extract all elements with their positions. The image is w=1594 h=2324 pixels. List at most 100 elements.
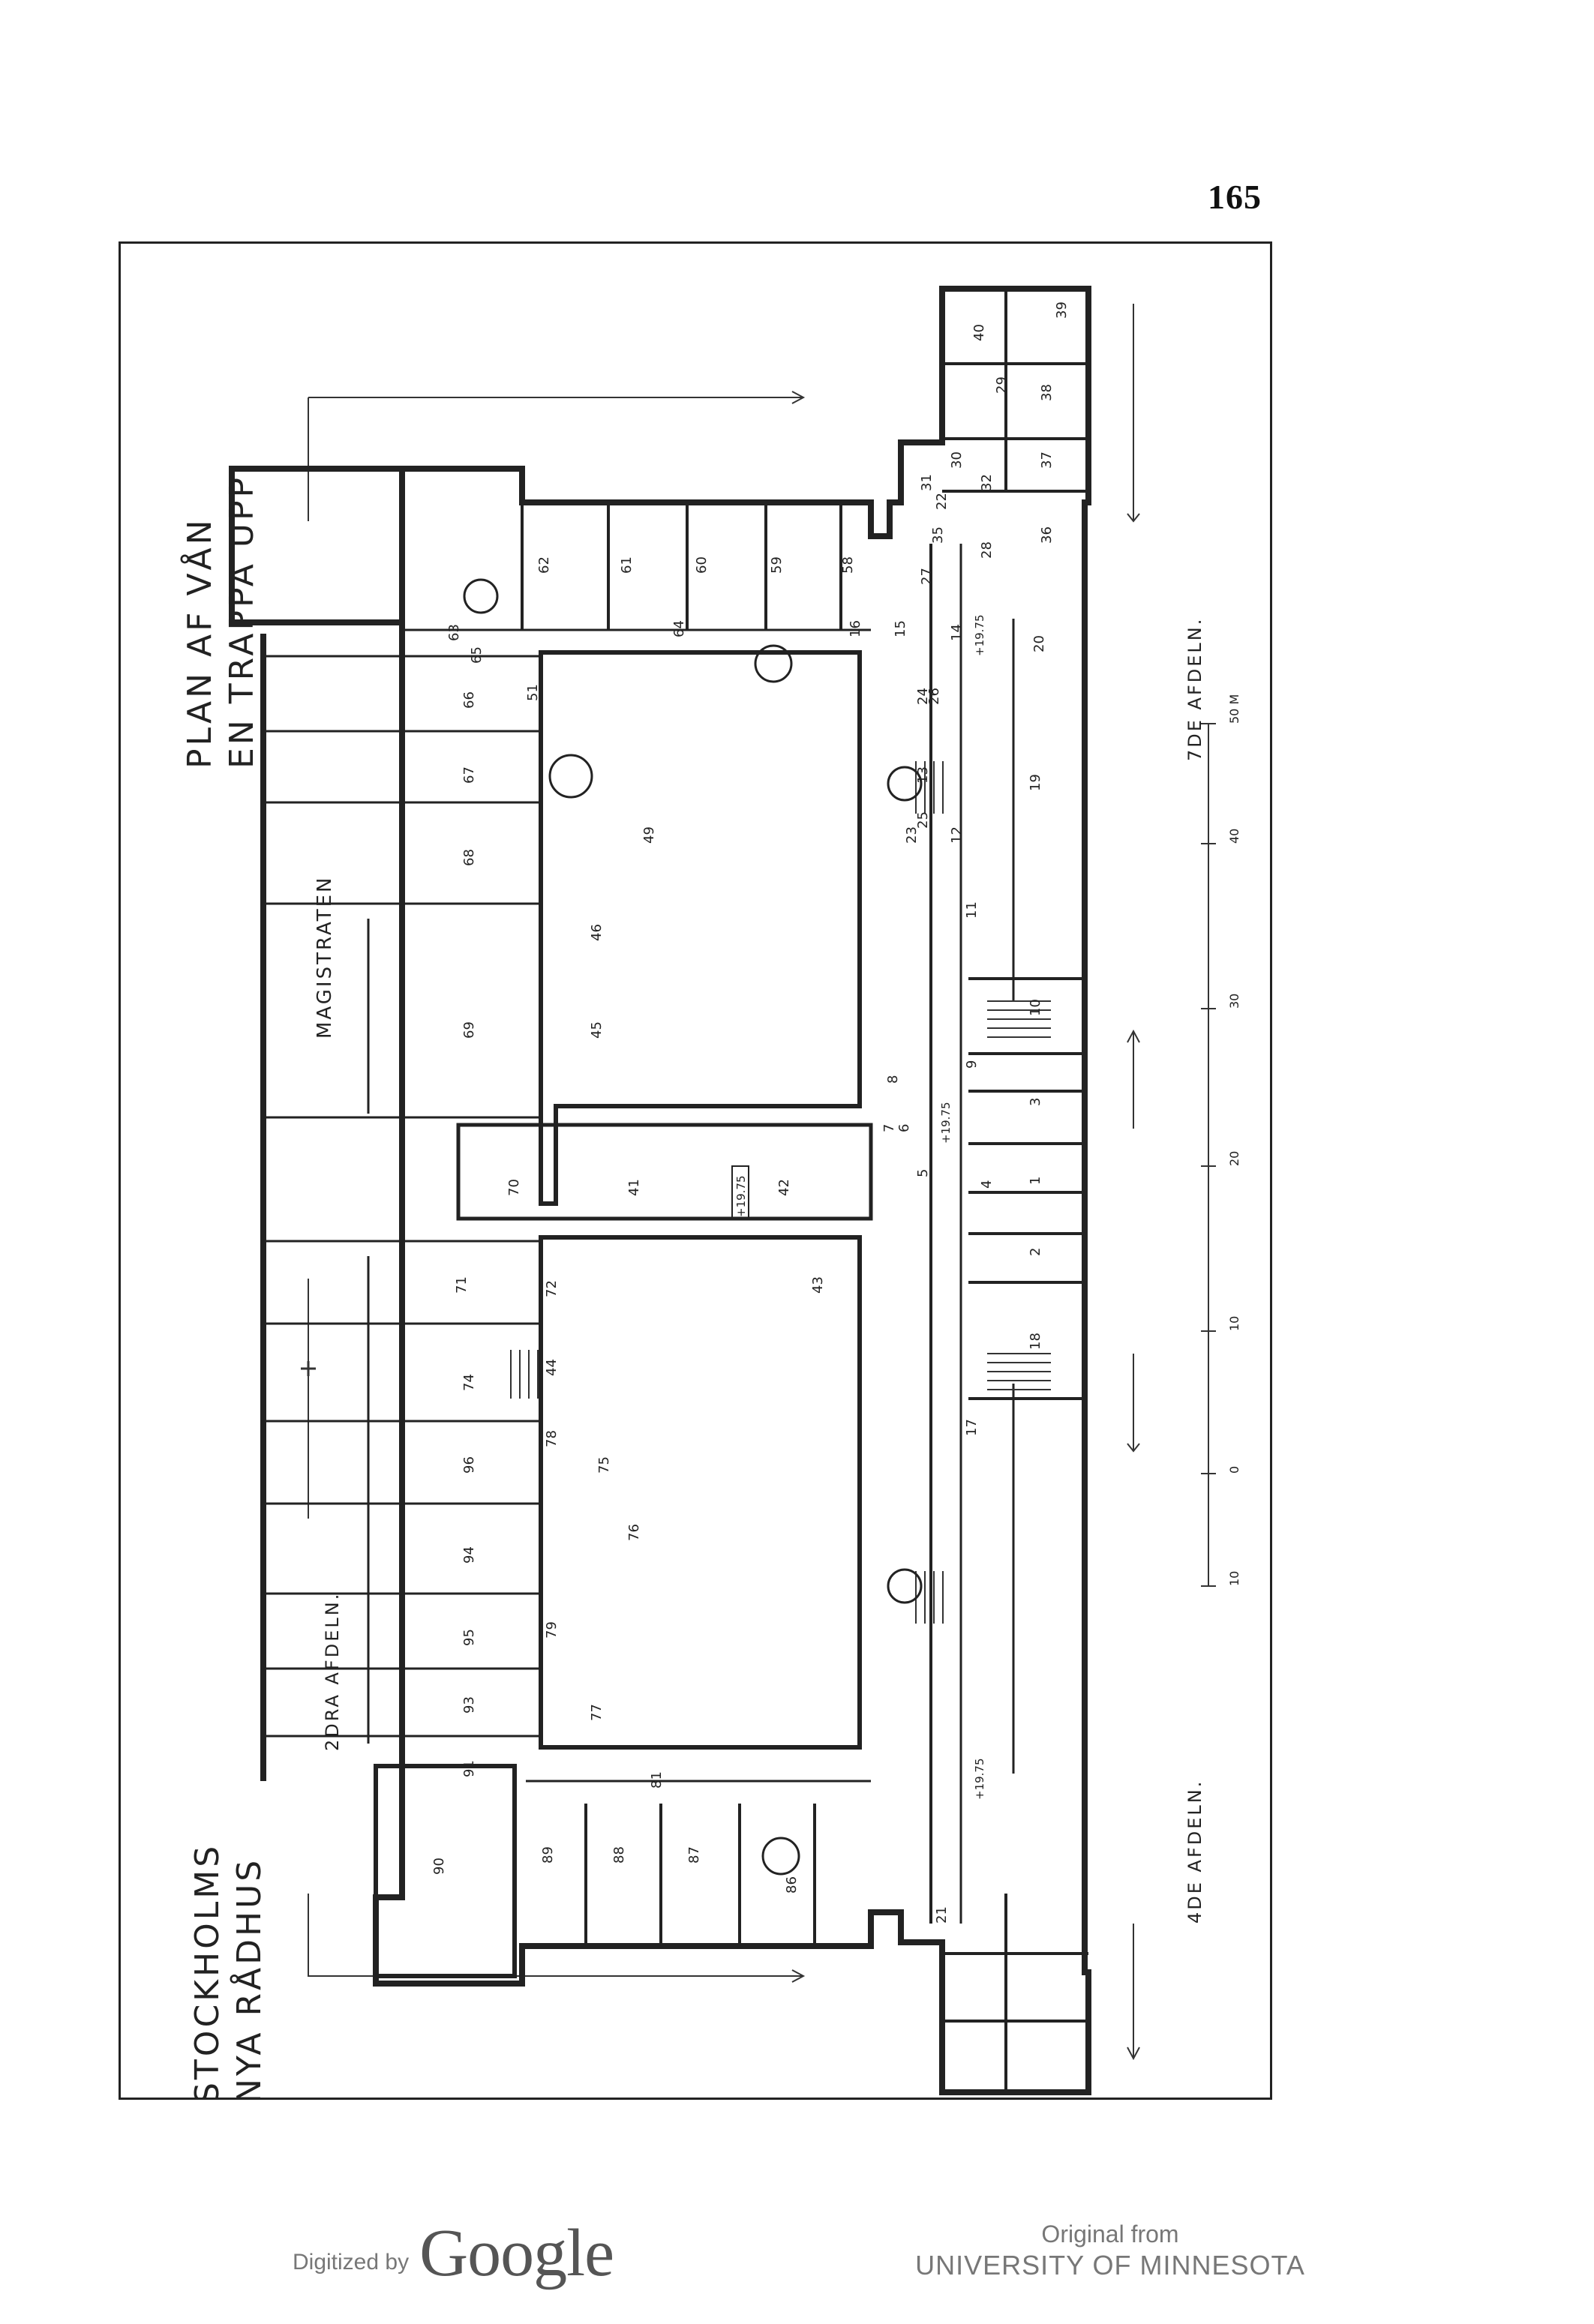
room-17: 17 — [964, 1419, 980, 1436]
scale-bar — [1201, 723, 1216, 1587]
room-3: 3 — [1028, 1098, 1043, 1106]
room-21: 21 — [934, 1906, 950, 1924]
building-walls — [229, 286, 1091, 2095]
floor-plan-drawing: PLAN AF VÅN EN TRAPPA UPP STOCKHOLMS NYA… — [179, 286, 1241, 2098]
room-10: 10 — [1028, 999, 1043, 1016]
room-30: 30 — [949, 451, 965, 469]
scale-label-6: 50 M — [1227, 694, 1241, 724]
room-59: 59 — [769, 556, 785, 574]
room-94: 94 — [461, 1546, 477, 1564]
scale-label-1: 0 — [1227, 1466, 1241, 1474]
page-number: 165 — [1208, 178, 1262, 216]
room-87: 87 — [686, 1846, 702, 1864]
room-15: 15 — [893, 620, 908, 637]
room-41: 41 — [626, 1179, 642, 1196]
room-88: 88 — [611, 1846, 627, 1864]
room-31: 31 — [919, 474, 935, 491]
afdeln-2-label: 2DRA AFDELN. — [322, 1592, 343, 1751]
city-title-group: STOCKHOLMS NYA RÅDHUS — [188, 1843, 269, 2098]
room-72: 72 — [544, 1280, 560, 1297]
elevation-mark-center: +19.75 — [734, 1175, 748, 1217]
room-74: 74 — [461, 1374, 477, 1391]
room-14: 14 — [949, 624, 965, 641]
room-42: 42 — [776, 1179, 792, 1196]
floor-plan-plate: PLAN AF VÅN EN TRAPPA UPP STOCKHOLMS NYA… — [119, 241, 1272, 2100]
room-66: 66 — [461, 691, 477, 709]
elevation-mark-lower: +19.75 — [973, 1758, 986, 1800]
room-81: 81 — [649, 1771, 665, 1789]
room-26: 26 — [926, 688, 942, 705]
scale-label-5: 40 — [1227, 829, 1241, 844]
room-32: 32 — [979, 474, 995, 491]
room-1: 1 — [1028, 1177, 1043, 1185]
room-22: 22 — [934, 493, 950, 510]
google-logo: Google — [419, 2216, 614, 2290]
scale-labels: 10 0 10 20 30 40 50 M — [1227, 694, 1241, 1586]
room-43: 43 — [810, 1276, 826, 1294]
room-13: 13 — [915, 766, 931, 784]
elevation-marks: +19.75 +19.75 +19.75 +19.75 — [731, 614, 986, 1800]
room-39: 39 — [1054, 301, 1070, 319]
room-65: 65 — [469, 646, 485, 664]
room-19: 19 — [1028, 774, 1043, 791]
scale-label-0: 10 — [1227, 1571, 1241, 1586]
afdeln-7-label: 7DE AFDELN. — [1184, 617, 1205, 761]
room-4: 4 — [979, 1180, 995, 1189]
room-9: 9 — [964, 1060, 980, 1069]
city-title-line1: STOCKHOLMS — [188, 1843, 227, 2098]
direction-arrows — [301, 304, 1140, 2061]
university-label: UNIVERSITY OF MINNESOTA — [915, 2250, 1305, 2281]
room-62: 62 — [536, 556, 552, 574]
room-2: 2 — [1028, 1248, 1043, 1256]
room-36: 36 — [1039, 526, 1055, 544]
room-23: 23 — [904, 826, 920, 844]
room-64: 64 — [671, 620, 687, 637]
room-25: 25 — [915, 811, 931, 829]
room-91: 91 — [461, 1760, 477, 1777]
room-12: 12 — [949, 826, 965, 844]
room-40: 40 — [971, 324, 987, 341]
room-86: 86 — [784, 1876, 800, 1894]
room-49: 49 — [641, 826, 657, 844]
room-20: 20 — [1031, 635, 1047, 652]
elevation-mark-upper: +19.75 — [973, 614, 986, 656]
page-footer: Digitized by Google Original from UNIVER… — [0, 2212, 1594, 2302]
room-60: 60 — [694, 556, 710, 574]
room-7: 7 — [881, 1124, 897, 1132]
city-title-line2: NYA RÅDHUS — [229, 1858, 269, 2098]
original-source-group: Original from UNIVERSITY OF MINNESOTA — [900, 2220, 1320, 2284]
room-8: 8 — [885, 1075, 901, 1084]
room-58: 58 — [840, 556, 856, 574]
magistraten-label: MAGISTRATEN — [314, 875, 336, 1039]
room-45-upper: 45 — [589, 1021, 605, 1039]
room-44: 44 — [544, 1359, 560, 1376]
room-61: 61 — [619, 556, 635, 574]
scale-label-3: 20 — [1227, 1151, 1241, 1166]
elevation-mark-right: +19.75 — [939, 1102, 953, 1144]
floor-title-line1: PLAN AF VÅN — [179, 517, 219, 769]
room-5: 5 — [915, 1169, 931, 1177]
original-from-label: Original from — [1041, 2221, 1179, 2248]
room-35: 35 — [930, 526, 946, 544]
room-11: 11 — [964, 901, 980, 919]
room-labels: 62 61 60 59 58 64 16 15 14 20 13 19 12 1… — [431, 301, 1070, 1924]
room-28: 28 — [979, 541, 995, 559]
room-46: 46 — [589, 924, 605, 941]
room-67: 67 — [461, 766, 477, 784]
room-89: 89 — [540, 1846, 556, 1864]
room-27: 27 — [919, 568, 935, 585]
room-90: 90 — [431, 1858, 447, 1875]
room-18: 18 — [1028, 1333, 1043, 1350]
room-76: 76 — [626, 1524, 642, 1541]
room-71: 71 — [454, 1276, 470, 1294]
spiral-stairs — [463, 578, 923, 1876]
room-93: 93 — [461, 1696, 477, 1714]
room-29: 29 — [994, 376, 1010, 394]
room-51: 51 — [525, 684, 541, 701]
scale-label-4: 30 — [1227, 994, 1241, 1009]
room-75: 75 — [596, 1456, 612, 1474]
digitized-by-group: Digitized by Google — [293, 2220, 614, 2287]
afdeln-4-label: 4DE AFDELN. — [1184, 1780, 1205, 1924]
room-24: 24 — [915, 688, 931, 705]
room-37: 37 — [1039, 451, 1055, 469]
